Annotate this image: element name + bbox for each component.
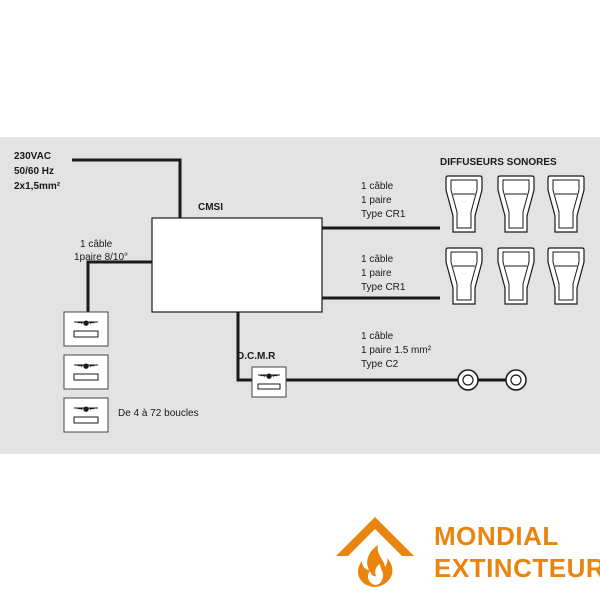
diffuseur-3 (547, 175, 585, 233)
terminal-ring-2 (505, 369, 527, 391)
diffuseur-5 (497, 247, 535, 305)
terminal-ring-1 (457, 369, 479, 391)
cable-to-boucles (86, 260, 152, 312)
diffuseur-2 (497, 175, 535, 233)
cable-lines (72, 158, 526, 382)
cable-top-line3: Type CR1 (361, 209, 406, 220)
diffuseur-4 (445, 247, 483, 305)
svg-text:→●←: →●← (77, 362, 95, 370)
cmsi-label: CMSI (198, 202, 223, 213)
svg-text:→●←: →●← (77, 319, 95, 327)
module-1: →●← (63, 311, 109, 347)
module-3: →●← (63, 397, 109, 433)
brand-logo: MONDIAL EXTINCTEUR (330, 515, 600, 590)
cmsi-box (151, 217, 323, 313)
diffuseurs-group (445, 175, 585, 305)
dcmr-module: →●← (251, 366, 287, 398)
cable-left-line1: 1 câble (80, 239, 113, 250)
cable-mid-line2: 1 paire (361, 268, 392, 279)
diffuseurs-title: DIFFUSEURS SONORES (440, 157, 557, 168)
power-label-3: 2x1,5mm² (14, 181, 61, 192)
power-cable (72, 158, 182, 218)
brand-name-line2: EXTINCTEUR (434, 553, 600, 583)
flame-logo-icon (336, 517, 414, 587)
cable-mid-line1: 1 câble (361, 254, 394, 265)
svg-text:→●←: →●← (260, 372, 278, 380)
cable-mid-line3: Type CR1 (361, 282, 406, 293)
cable-left-line2: 1paire 8/10° (74, 252, 129, 263)
dcmr-label: D.C.M.R (237, 351, 276, 362)
brand-name-line1: MONDIAL (434, 521, 559, 551)
diffuseur-6 (547, 247, 585, 305)
cable-top-line2: 1 paire (361, 195, 392, 206)
power-label-2: 50/60 Hz (14, 166, 55, 177)
diffuseur-1 (445, 175, 483, 233)
cable-top-line1: 1 câble (361, 181, 394, 192)
cable-bot-line1: 1 câble (361, 331, 394, 342)
cable-to-dcmr (236, 312, 252, 382)
cable-bot-line2: 1 paire 1.5 mm² (361, 345, 432, 356)
boucles-label: De 4 à 72 boucles (118, 408, 199, 419)
power-label-1: 230VAC (14, 151, 52, 162)
module-2: →●← (63, 354, 109, 390)
cable-bot-line3: Type C2 (361, 359, 399, 370)
svg-text:→●←: →●← (77, 405, 95, 413)
